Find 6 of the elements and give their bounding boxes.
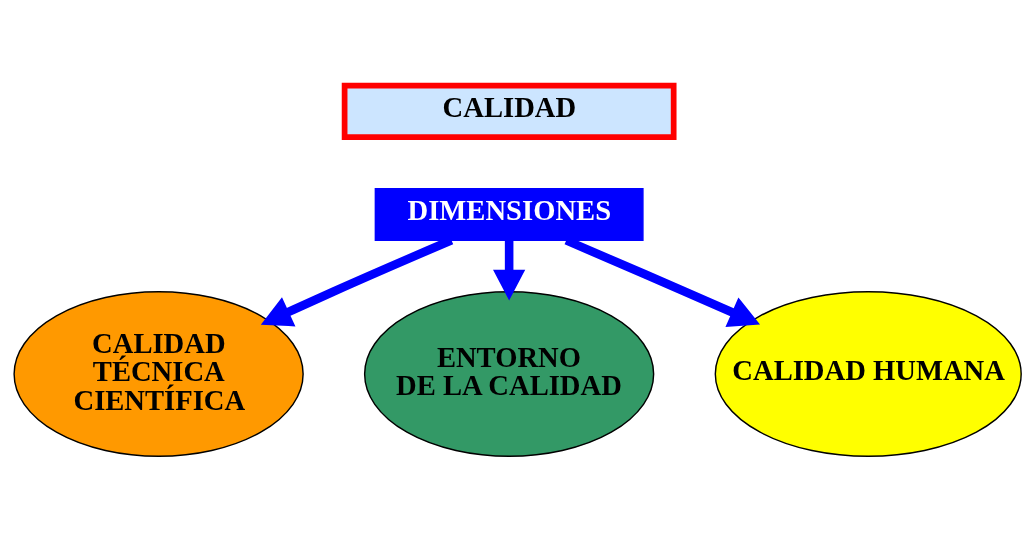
node-ellipse: CALIDAD TÉCNICA CIENTÍFICA <box>13 291 304 457</box>
node-box: DIMENSIONES <box>374 188 644 241</box>
node-box: CALIDAD <box>341 82 677 141</box>
arrow <box>493 240 526 301</box>
node-ellipse: CALIDAD HUMANA <box>714 291 1022 457</box>
node-ellipse: ENTORNO DE LA CALIDAD <box>363 291 655 457</box>
